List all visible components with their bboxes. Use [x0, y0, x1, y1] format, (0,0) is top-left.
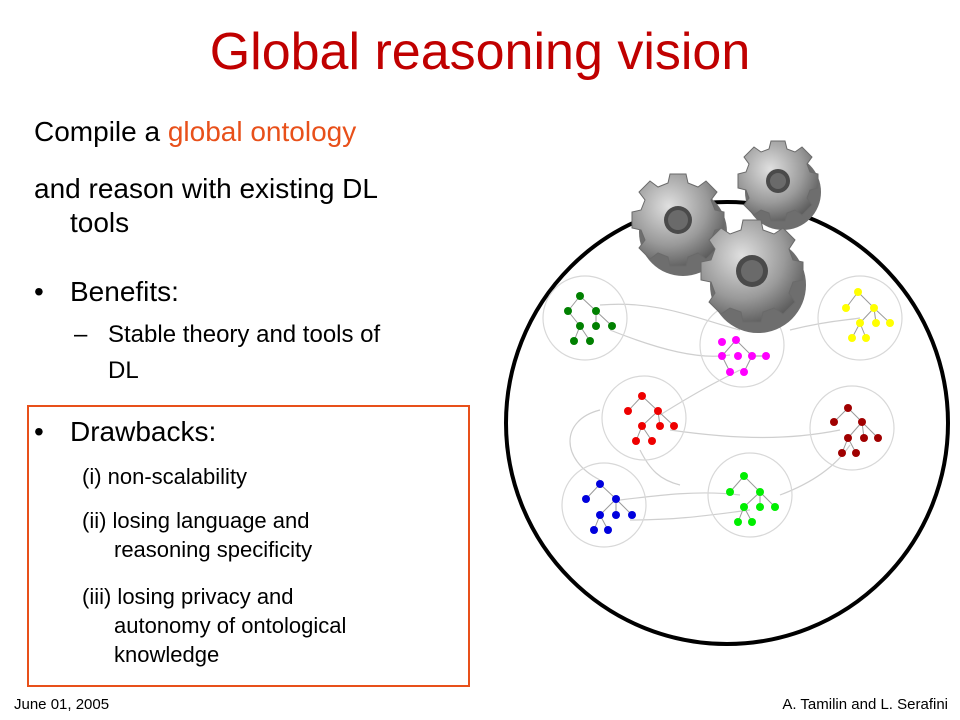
slide-title: Global reasoning vision: [209, 23, 751, 81]
benefit-line-1: Stable theory and tools of: [108, 321, 381, 348]
drawbacks-heading: Drawbacks:: [70, 416, 217, 447]
global-ontology-diagram: [504, 140, 950, 646]
dash-icon: –: [74, 321, 88, 348]
ontology-tree-magenta: [718, 336, 770, 376]
ontology-tree-blue: [582, 480, 636, 534]
benefits-heading: Benefits:: [70, 276, 179, 307]
footer-authors: A. Tamilin and L. Serafini: [782, 696, 948, 713]
drawback-item-3: (iii) losing privacy and autonomy of ont…: [82, 582, 346, 669]
drawback-1-line-1: (i) non-scalability: [82, 464, 248, 489]
drawback-2-line-2: reasoning specificity: [114, 537, 313, 562]
global-ontology-highlight: global ontology: [167, 116, 357, 147]
drawback-2-line-1: (ii) losing language and: [82, 508, 310, 533]
benefit-line-2: DL: [108, 357, 139, 384]
ontology-tree-lime: [726, 472, 779, 526]
drawback-3-line-3: knowledge: [114, 642, 220, 667]
intro-line-1: Compile a global ontology: [34, 115, 356, 149]
footer-date: June 01, 2005: [14, 696, 110, 713]
ontology-tree-darkred: [830, 404, 882, 457]
gear-icon: [700, 219, 806, 333]
drawback-3-line-1: (iii) losing privacy and: [82, 584, 294, 609]
ontology-tree-green: [564, 292, 616, 345]
drawbacks-box: [27, 405, 470, 687]
ontology-tree-red: [624, 392, 678, 445]
gear-icon: [737, 140, 821, 230]
bullet-icon: •: [34, 416, 44, 447]
gear-icon: [631, 173, 727, 276]
bullet-icon: •: [34, 276, 44, 307]
intro-line-3: tools: [70, 207, 130, 238]
drawback-3-line-2: autonomy of ontological: [114, 613, 347, 638]
global-ontology-circle: [504, 200, 950, 646]
ontology-tree-yellow: [842, 288, 894, 342]
intro-line-2: and reason with existing DL: [34, 173, 378, 204]
drawback-item-2: (ii) losing language and reasoning speci…: [82, 506, 312, 564]
intro-text: Compile a: [34, 116, 168, 147]
drawback-item-1: (i) non-scalability: [82, 462, 247, 491]
ontology-clusters: [542, 275, 903, 548]
